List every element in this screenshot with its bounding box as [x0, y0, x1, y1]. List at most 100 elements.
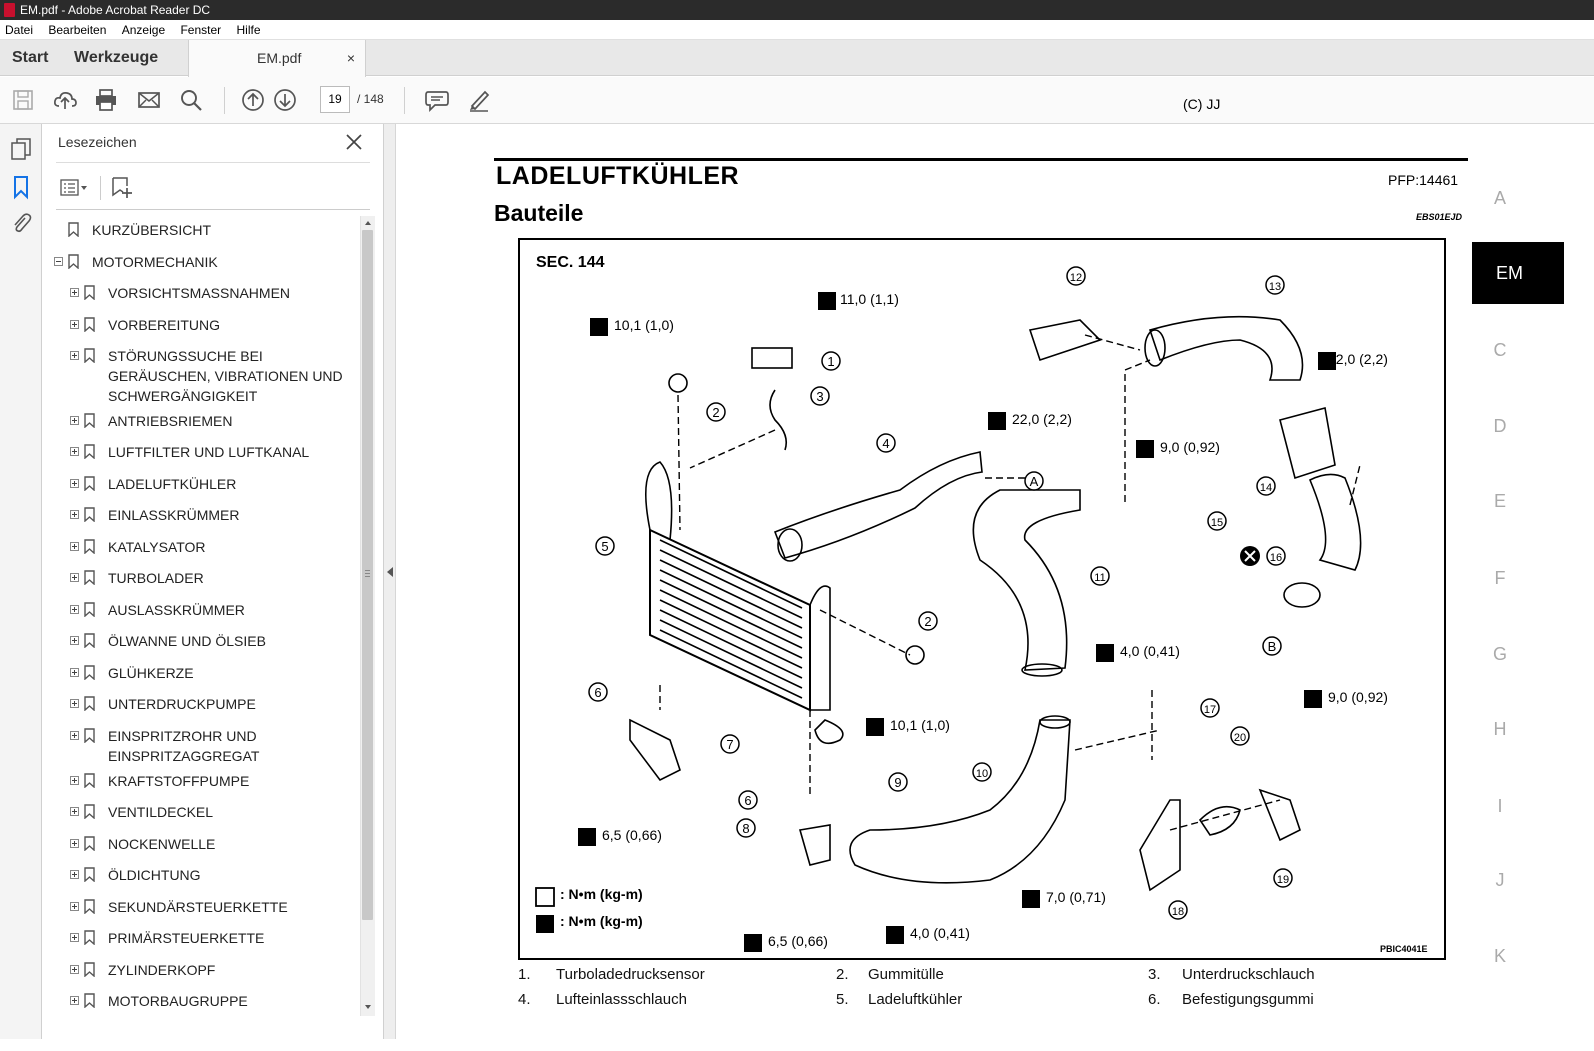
bookmark-item[interactable]: PRIMÄRSTEUERKETTE	[70, 928, 354, 988]
email-icon[interactable]	[136, 87, 162, 113]
bookmark-item[interactable]: STÖRUNGSSUCHE BEI GERÄUSCHEN, VIBRATIONE…	[70, 346, 354, 406]
collapse-minus-icon[interactable]	[54, 257, 63, 266]
bookmark-item[interactable]: MOTORBAUGRUPPE	[70, 991, 354, 1051]
expand-plus-icon[interactable]	[70, 288, 79, 297]
index-tab-h[interactable]: H	[1493, 719, 1507, 739]
tab-start[interactable]: Start	[12, 49, 49, 66]
expand-plus-icon[interactable]	[70, 605, 79, 614]
scroll-up-arrow-icon[interactable]	[363, 218, 373, 228]
bookmark-item[interactable]: SEKUNDÄRSTEUERKETTE	[70, 897, 354, 957]
collapse-panel-arrow-icon[interactable]	[386, 566, 394, 578]
bookmark-item[interactable]: AUSLASSKRÜMMER	[70, 600, 354, 660]
expand-plus-icon[interactable]	[70, 668, 79, 677]
page-thumbnails-icon[interactable]	[9, 136, 33, 162]
menu-datei[interactable]: Datei	[5, 23, 34, 37]
index-tab-d[interactable]: D	[1493, 416, 1507, 436]
bookmark-item[interactable]: GLÜHKERZE	[70, 663, 354, 723]
menu-fenster[interactable]: Fenster	[180, 23, 222, 37]
bookmark-options-icon[interactable]	[60, 178, 90, 198]
print-icon[interactable]	[93, 87, 119, 113]
index-tab-f[interactable]: F	[1494, 568, 1506, 588]
expand-plus-icon[interactable]	[70, 510, 79, 519]
scroll-down-arrow-icon[interactable]	[363, 1002, 373, 1012]
callout-number-text: 12	[1070, 272, 1082, 284]
close-tab-icon[interactable]: ×	[346, 50, 355, 66]
bookmark-item[interactable]: KRAFTSTOFFPUMPE	[70, 771, 354, 831]
expand-plus-icon[interactable]	[70, 542, 79, 551]
bookmark-flag-icon	[84, 570, 95, 585]
index-tab-k[interactable]: K	[1493, 946, 1506, 966]
expand-plus-icon[interactable]	[70, 776, 79, 785]
attachment-paperclip-icon[interactable]	[9, 210, 33, 236]
bookmark-item[interactable]: MOTORMECHANIK	[54, 252, 354, 312]
bookmark-item[interactable]: NOCKENWELLE	[70, 834, 354, 894]
expand-plus-icon[interactable]	[70, 933, 79, 942]
bookmark-item[interactable]: LADELUFTKÜHLER	[70, 474, 354, 534]
menu-anzeige[interactable]: Anzeige	[121, 23, 166, 37]
bookmark-panel-icon[interactable]	[9, 174, 33, 200]
expand-plus-icon[interactable]	[70, 699, 79, 708]
expand-plus-icon[interactable]	[70, 731, 79, 740]
callout-number: 8	[736, 818, 756, 838]
bookmark-item[interactable]: ZYLINDERKOPF	[70, 960, 354, 1020]
index-tab-g[interactable]: G	[1492, 644, 1507, 664]
expand-plus-icon[interactable]	[70, 839, 79, 848]
bookmark-item[interactable]: VORBEREITUNG	[70, 315, 354, 375]
expand-plus-icon[interactable]	[70, 965, 79, 974]
panel-splitter[interactable]	[384, 124, 396, 1039]
bookmark-item[interactable]: ÖLDICHTUNG	[70, 865, 354, 925]
bookmark-item[interactable]: ANTRIEBSRIEMEN	[70, 411, 354, 471]
bookmark-item[interactable]: VENTILDECKEL	[70, 802, 354, 862]
highlight-pen-icon[interactable]	[466, 87, 492, 113]
bookmark-item[interactable]: VORSICHTSMASSNAHMEN	[70, 283, 354, 343]
bookmark-item[interactable]: UNTERDRUCKPUMPE	[70, 694, 354, 754]
expand-plus-icon[interactable]	[70, 870, 79, 879]
save-icon[interactable]	[10, 87, 36, 113]
menu-bearbeiten[interactable]: Bearbeiten	[48, 23, 107, 37]
expand-plus-icon[interactable]	[70, 416, 79, 425]
index-tab-c[interactable]: C	[1493, 340, 1507, 360]
bookmark-item[interactable]: KURZÜBERSICHT	[54, 220, 354, 280]
bookmark-flag-icon	[68, 222, 79, 237]
callout-number-text: 11	[1094, 572, 1105, 584]
expand-plus-icon[interactable]	[70, 807, 79, 816]
bookmark-flag-icon	[84, 602, 95, 617]
index-tab-em-active[interactable]: EM	[1472, 242, 1564, 304]
index-tab-j[interactable]: J	[1495, 870, 1505, 890]
next-page-icon[interactable]	[272, 87, 298, 113]
expand-plus-icon[interactable]	[70, 573, 79, 582]
previous-page-icon[interactable]	[240, 87, 266, 113]
close-panel-icon[interactable]	[344, 132, 364, 152]
expand-plus-icon[interactable]	[70, 636, 79, 645]
expand-plus-icon[interactable]	[70, 479, 79, 488]
part-number: 1.	[518, 966, 531, 983]
index-tab-e[interactable]: E	[1493, 491, 1506, 511]
menu-hilfe[interactable]: Hilfe	[236, 23, 261, 37]
index-tab-a[interactable]: A	[1493, 188, 1506, 208]
search-icon[interactable]	[178, 87, 204, 113]
bookmark-item[interactable]: EINLASSKRÜMMER	[70, 505, 354, 565]
expand-plus-icon[interactable]	[70, 320, 79, 329]
bookmark-item[interactable]: ÖLWANNE UND ÖLSIEB	[70, 631, 354, 691]
tab-werkzeuge[interactable]: Werkzeuge	[74, 49, 159, 66]
page-number-input[interactable]: 19	[320, 86, 350, 113]
index-tab-i[interactable]: I	[1497, 796, 1503, 816]
bookmarks-scroll-thumb[interactable]	[362, 230, 373, 920]
expand-plus-icon[interactable]	[70, 351, 79, 360]
bookmark-item[interactable]: TURBOLADER	[70, 568, 354, 628]
comment-icon[interactable]	[424, 87, 450, 113]
expand-plus-icon[interactable]	[70, 447, 79, 456]
callout-number: 9	[888, 772, 908, 792]
bookmark-item[interactable]: LUFTFILTER UND LUFTKANAL	[70, 442, 354, 502]
tab-document[interactable]: EM.pdf ×	[188, 40, 366, 77]
expand-plus-icon[interactable]	[70, 996, 79, 1005]
window-title: EM.pdf - Adobe Acrobat Reader DC	[20, 3, 211, 17]
panel-divider	[56, 209, 370, 210]
bookmark-item[interactable]: EINSPRITZROHR UND EINSPRITZAGGREGAT	[70, 726, 354, 786]
torque-legend-icon	[536, 915, 554, 933]
bookmark-item[interactable]: KATALYSATOR	[70, 537, 354, 597]
document-view[interactable]: LADELUFTKÜHLER PFP:14461 Bauteile EBS01E…	[396, 124, 1594, 1039]
upload-cloud-icon[interactable]	[52, 87, 78, 113]
expand-plus-icon[interactable]	[70, 902, 79, 911]
new-bookmark-icon[interactable]	[108, 174, 134, 200]
